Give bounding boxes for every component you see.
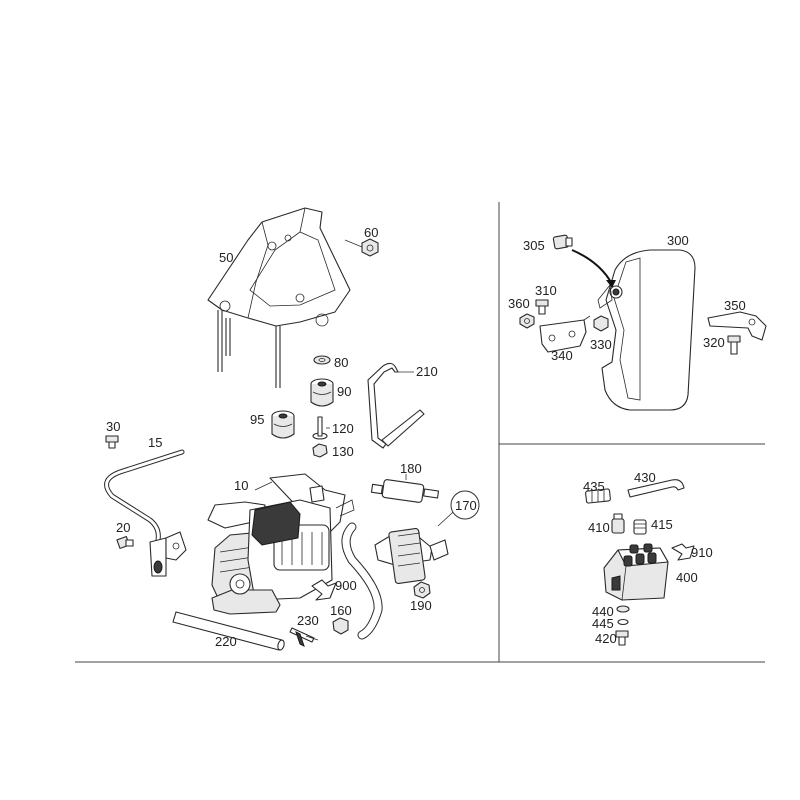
label-440: 440	[592, 604, 614, 619]
line-15	[104, 449, 185, 555]
label-220: 220	[215, 634, 237, 649]
bolt-420	[615, 630, 629, 646]
fitting-415	[633, 519, 647, 535]
bolt-320	[727, 335, 741, 355]
label-340: 340	[551, 348, 573, 363]
bolt-310	[535, 299, 549, 315]
bolt-30	[105, 435, 119, 449]
bracket-50	[207, 207, 351, 388]
bracket-350	[707, 311, 767, 341]
pipe-210	[367, 362, 425, 449]
label-910: 910	[691, 545, 713, 560]
label-410: 410	[588, 520, 610, 535]
clip-230	[289, 627, 319, 647]
label-320: 320	[703, 335, 725, 350]
label-20: 20	[116, 520, 130, 535]
label-420: 420	[595, 631, 617, 646]
washer-80	[313, 355, 331, 365]
reservoir-300	[597, 249, 696, 411]
panel-dividers	[75, 202, 765, 663]
rubber-mount-90	[310, 378, 334, 407]
label-170: 170	[455, 498, 477, 513]
label-230: 230	[297, 613, 319, 628]
label-210: 210	[416, 364, 438, 379]
label-50: 50	[219, 250, 233, 265]
label-95: 95	[250, 412, 264, 427]
tube-220	[172, 611, 285, 651]
washer-445	[617, 618, 629, 626]
label-400: 400	[676, 570, 698, 585]
label-435: 435	[583, 479, 605, 494]
label-360: 360	[508, 296, 530, 311]
label-305: 305	[523, 238, 545, 253]
label-80: 80	[334, 355, 348, 370]
label-180: 180	[400, 461, 422, 476]
nut-190	[413, 581, 431, 599]
nut-60	[344, 238, 379, 257]
bolt-120	[312, 416, 330, 440]
tube-430	[627, 479, 685, 498]
label-415: 415	[651, 517, 673, 532]
label-15: 15	[148, 435, 162, 450]
valve-block-400	[603, 543, 669, 601]
label-310: 310	[535, 283, 557, 298]
filter-180	[370, 474, 440, 503]
label-10: 10	[234, 478, 248, 493]
bracket-340	[539, 315, 591, 353]
nut-130	[312, 443, 328, 458]
label-445: 445	[592, 616, 614, 631]
line-bracket	[149, 531, 187, 577]
nut-360	[519, 313, 535, 329]
label-60: 60	[364, 225, 378, 240]
bolt-20	[116, 535, 134, 549]
label-30: 30	[106, 419, 120, 434]
arrow-marker-900	[311, 579, 337, 601]
fitting-305	[552, 234, 616, 288]
hose	[341, 522, 383, 640]
label-190: 190	[410, 598, 432, 613]
part-labels: 50 60 80 90 95 120 130 210 30 15 20 10 1…	[106, 225, 746, 649]
label-900: 900	[335, 578, 357, 593]
label-160: 160	[330, 603, 352, 618]
label-90: 90	[337, 384, 351, 399]
fitting-410	[611, 513, 625, 534]
washer-440	[616, 605, 630, 613]
assembly-170	[374, 490, 480, 584]
nut-160	[332, 617, 349, 635]
rubber-mount-95	[271, 410, 295, 439]
arrow-marker-910	[671, 543, 695, 561]
compressor-10	[207, 473, 355, 615]
label-130: 130	[332, 444, 354, 459]
label-330: 330	[590, 337, 612, 352]
nut-330	[593, 315, 609, 332]
fitting-435	[585, 488, 611, 504]
label-300: 300	[667, 233, 689, 248]
label-430: 430	[634, 470, 656, 485]
label-350: 350	[724, 298, 746, 313]
label-120: 120	[332, 421, 354, 436]
